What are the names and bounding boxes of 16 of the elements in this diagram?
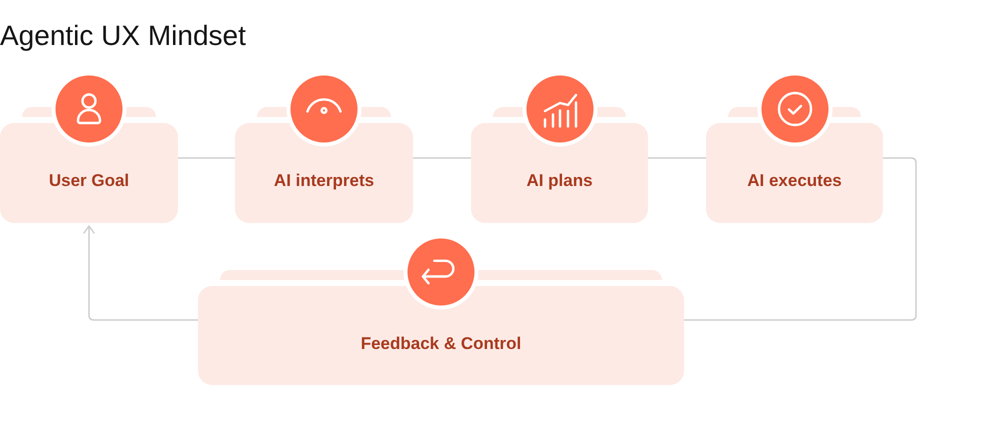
connector-line <box>684 157 917 321</box>
step-label: AI executes <box>747 170 842 192</box>
step-card <box>0 123 178 223</box>
step-label: AI interprets <box>274 170 374 192</box>
diagram-title: Agentic UX Mindset <box>0 19 246 53</box>
step-card <box>198 286 684 385</box>
connector-line <box>178 157 235 159</box>
step-card <box>706 123 883 223</box>
arrow <box>83 225 198 321</box>
step-card <box>235 123 413 223</box>
connector-line <box>413 157 471 159</box>
connector-line <box>648 157 706 159</box>
step-label: AI plans <box>526 170 593 192</box>
step-label: Feedback & Control <box>360 332 522 354</box>
step-card <box>471 123 648 223</box>
step-label: User Goal <box>48 170 130 192</box>
